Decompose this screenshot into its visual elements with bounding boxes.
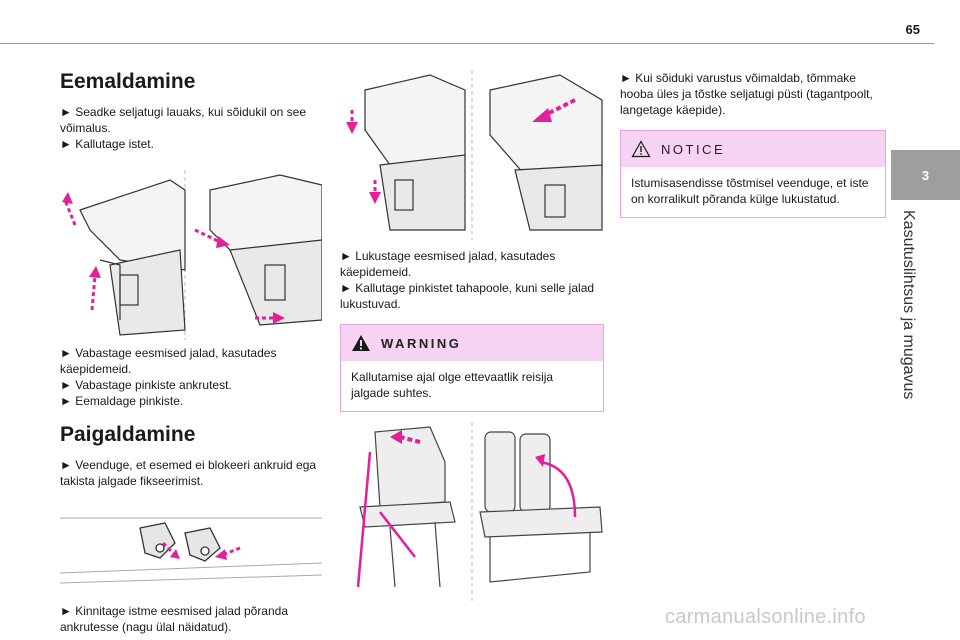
footer-watermark[interactable]: carmanualsonline.info — [665, 606, 866, 628]
chapter-tab[interactable]: 3 — [891, 150, 960, 200]
figure-floor-anchor — [60, 503, 322, 593]
warning-text: Kallutamise ajal olge ettevaatlik reisij… — [351, 370, 554, 400]
notice-text: Istumisasendisse tõstmisel veenduge, et … — [631, 176, 869, 206]
installation-lock-steps: ► Lukustage eesmised jalad, kasutades kä… — [340, 248, 604, 312]
seat-position-illustration — [356, 422, 603, 602]
figure-seat-removal — [60, 170, 322, 340]
warning-icon — [352, 335, 370, 351]
seat-removal-illustration — [62, 170, 322, 340]
header-rule — [0, 43, 934, 44]
floor-anchor-illustration — [60, 517, 322, 584]
removal-heading: Eemaldamine — [60, 70, 196, 93]
figure-seat-lock — [340, 70, 604, 240]
warning-header: WARNING — [341, 325, 603, 361]
seat-lock-illustration — [346, 70, 603, 240]
column-left: Eemaldamine ► Seadke seljatugi lauaks, k… — [60, 70, 322, 635]
step-text: ► Eemaldage pinkiste. — [60, 394, 184, 408]
step-text: ► Vabastage eesmised jalad, kasutades kä… — [60, 346, 277, 376]
column-right: ► Kui sõiduki varustus võimaldab, tõmmak… — [620, 70, 886, 218]
step-text: ► Kallutage istet. — [60, 137, 154, 151]
step-text: ► Vabastage pinkiste ankrutest. — [60, 378, 232, 392]
chapter-title-text: Kasutuslihtsus ja mugavus — [900, 210, 917, 400]
warning-label: WARNING — [381, 335, 462, 351]
installation-heading: Paigaldamine — [60, 423, 196, 446]
figure-seat-position — [340, 422, 604, 602]
caution-icon — [631, 140, 651, 158]
warning-box: WARNING Kallutamise ajal olge ettevaatli… — [340, 324, 604, 412]
installation-hook-step: ► Kinnitage istme eesmised jalad põranda… — [60, 604, 289, 634]
installation-check-step: ► Veenduge, et esemed ei blokeeri ankrui… — [60, 458, 317, 488]
removal-steps-bottom: ► Vabastage eesmised jalad, kasutades kä… — [60, 345, 322, 409]
chapter-number: 3 — [921, 167, 930, 183]
removal-steps-top: ► Seadke seljatugi lauaks, kui sõidukil … — [60, 104, 322, 152]
step-text: ► Seadke seljatugi lauaks, kui sõidukil … — [60, 105, 307, 135]
chapter-title: Kasutuslihtsus ja mugavus — [893, 210, 923, 420]
step-text: ► Kallutage pinkistet tahapoole, kuni se… — [340, 281, 595, 311]
column-middle: ► Lukustage eesmised jalad, kasutades kä… — [340, 70, 604, 602]
notice-box: NOTICE Istumisasendisse tõstmisel veendu… — [620, 130, 886, 218]
equipment-step: ► Kui sõiduki varustus võimaldab, tõmmak… — [620, 71, 873, 117]
notice-header: NOTICE — [621, 131, 885, 167]
step-text: ► Lukustage eesmised jalad, kasutades kä… — [340, 249, 556, 279]
page-number: 65 — [905, 22, 920, 37]
notice-label: NOTICE — [661, 141, 726, 157]
